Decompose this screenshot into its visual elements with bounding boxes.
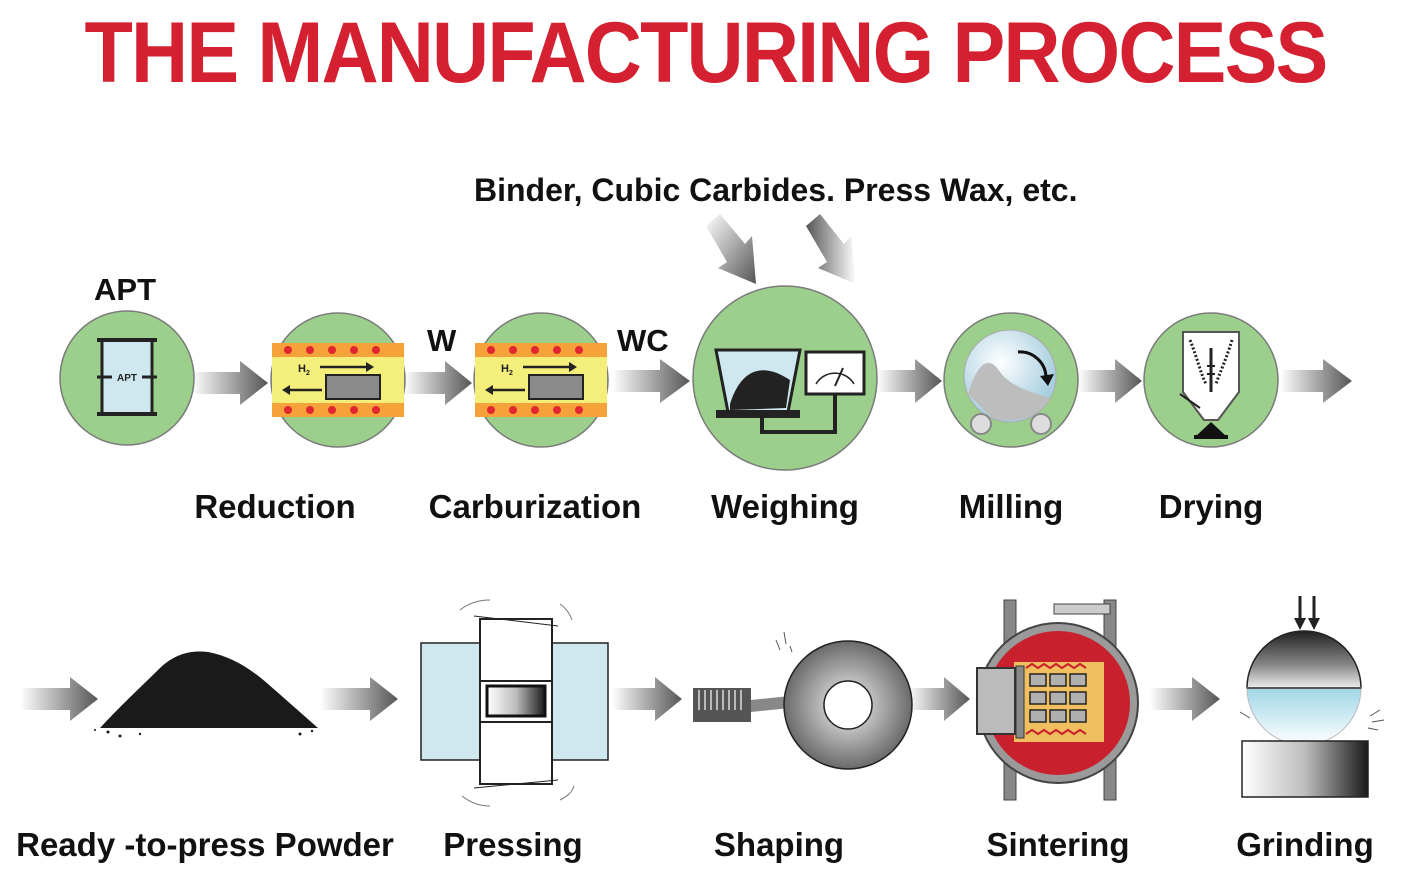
arrow-drying-out (1280, 359, 1352, 403)
milling-circle (943, 312, 1079, 448)
step-label-shaping: Shaping (713, 826, 845, 863)
step-label-grinding: Grinding (1236, 826, 1374, 863)
arrow-into-powder (20, 677, 98, 721)
scale-icon (714, 348, 866, 434)
step-label-pressing: Pressing (443, 826, 583, 863)
arrow-inputs-left (706, 214, 756, 284)
press-icon (420, 599, 609, 807)
arrow-powder-to-pressing (320, 677, 398, 721)
arrow-carburization-to-weighing (612, 359, 690, 403)
apt-circle: APT (59, 310, 195, 446)
arrow-apt-to-reduction (192, 361, 268, 405)
arrow-inputs-right (806, 214, 856, 284)
arrow-sintering-to-grinding (1150, 677, 1220, 721)
ball-mill-icon (963, 329, 1057, 435)
wc-label: WC (617, 323, 669, 358)
spray-dryer-icon (1179, 331, 1240, 439)
furnace-icon: H2 (475, 343, 607, 417)
weighing-circle (692, 285, 878, 471)
inputs-label: Binder, Cubic Carbides. Press Wax, etc. (474, 172, 1078, 208)
step-label-drying: Drying (1158, 488, 1264, 525)
step-label-weighing: Weighing (711, 488, 859, 525)
apt-drum-text: APT (117, 373, 137, 384)
arrow-pressing-to-shaping (612, 677, 682, 721)
grinding-icon (1239, 596, 1385, 798)
reduction-circle: H2 (270, 312, 406, 448)
page-title: THE MANUFACTURING PROCESS (84, 5, 1329, 101)
w-label: W (427, 323, 457, 358)
step-label-reduction: Reduction (194, 488, 356, 525)
apt-drum-icon: APT (97, 338, 157, 416)
drying-circle (1143, 312, 1279, 448)
carburization-circle: H2 (473, 312, 609, 448)
arrow-milling-to-drying (1078, 359, 1142, 403)
h2-label: H2 (501, 363, 513, 377)
sintering-furnace-icon (976, 599, 1139, 801)
arrow-shaping-to-sintering (908, 677, 970, 721)
h2-label: H2 (298, 363, 310, 377)
step-label-carburization: Carburization (428, 488, 642, 525)
step-label-ready-to-press-powder: Ready -to-press Powder (16, 826, 394, 863)
furnace-icon: H2 (272, 343, 404, 417)
apt-label: APT (94, 272, 156, 307)
shaping-icon (693, 631, 913, 770)
step-label-sintering: Sintering (986, 826, 1130, 863)
powder-pile-icon (94, 651, 318, 738)
arrow-reduction-to-carburization (404, 361, 472, 405)
step-label-milling: Milling (958, 488, 1064, 525)
arrow-weighing-to-milling (877, 359, 942, 403)
